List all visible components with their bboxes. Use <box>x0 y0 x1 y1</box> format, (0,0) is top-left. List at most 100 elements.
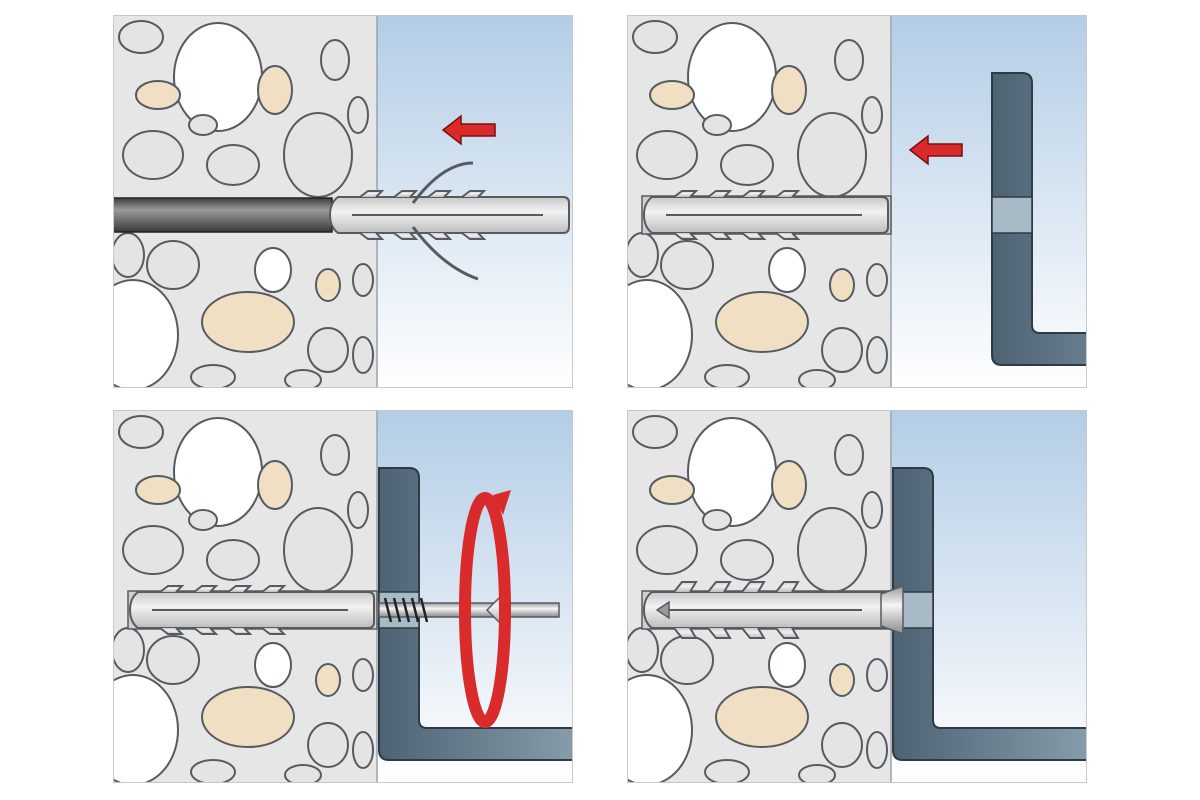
dowel-barb <box>775 190 801 198</box>
dowel-barb <box>673 232 699 240</box>
direction-arrow <box>908 134 963 166</box>
panel-border <box>113 15 573 388</box>
aggregate-stone <box>771 460 807 510</box>
drill-hole <box>113 197 333 233</box>
aggregate-stone <box>704 759 750 783</box>
aggregate-stone <box>190 364 236 388</box>
aggregate-stone <box>135 475 181 505</box>
air-space <box>891 15 1087 388</box>
aggregate-stone <box>715 686 809 748</box>
dowel-barb <box>673 190 699 198</box>
aggregate-stone <box>627 674 693 783</box>
aggregate-stone <box>649 80 695 110</box>
dowel-barb <box>261 627 287 635</box>
aggregate-stone <box>315 268 341 302</box>
aggregate-stone <box>320 434 350 476</box>
aggregate-stone <box>173 417 263 527</box>
screw-thread <box>392 597 402 623</box>
aggregate-stone <box>720 144 774 186</box>
aggregate-stone <box>173 22 263 132</box>
aggregate-stone <box>720 539 774 581</box>
aggregate-stone <box>632 415 678 449</box>
dowel-barb <box>741 190 767 198</box>
aggregate-stone <box>660 635 714 685</box>
dowel-barb <box>775 627 800 639</box>
aggregate-stone <box>866 658 888 692</box>
aggregate-stone <box>122 525 184 575</box>
screw-thread <box>383 597 393 623</box>
aggregate-stone <box>797 507 867 593</box>
aggregate-stone <box>768 642 806 688</box>
aggregate-stone <box>829 268 855 302</box>
step-panel-place-bracket <box>627 15 1087 388</box>
panel-border <box>627 15 1087 388</box>
aggregate-stone <box>352 731 374 769</box>
screw-thread <box>419 597 429 623</box>
screw-head <box>880 584 904 636</box>
aggregate-stone <box>146 240 200 290</box>
dowel-barb <box>707 190 733 198</box>
dowel-barb <box>673 627 698 639</box>
aggregate-stone <box>798 369 836 388</box>
dowel-barb <box>393 232 419 240</box>
panel-content <box>113 410 573 783</box>
aggregate-stone <box>315 663 341 697</box>
aggregate-stone <box>135 80 181 110</box>
aggregate-stone <box>254 247 292 293</box>
dowel-barb <box>193 627 219 635</box>
aggregate-stone <box>834 39 864 81</box>
aggregate-stone <box>636 130 698 180</box>
step-panel-fixed <box>627 410 1087 783</box>
aggregate-stone <box>798 764 836 783</box>
step-panel-drill-hole <box>113 15 573 388</box>
aggregate-stone <box>861 491 883 529</box>
aggregate-stone <box>649 475 695 505</box>
aggregate-stone <box>257 65 293 115</box>
panel-content <box>113 15 573 388</box>
aggregate-stone <box>122 130 184 180</box>
rotation-arrow <box>459 492 511 728</box>
aggregate-stone <box>627 279 693 388</box>
panel-content <box>627 410 1087 783</box>
direction-arrow <box>441 114 496 146</box>
dowel-barb <box>775 581 800 593</box>
panel-content <box>627 15 1087 388</box>
dowel-barb <box>261 585 287 593</box>
screw-thread <box>401 597 411 623</box>
aggregate-stone <box>632 20 678 54</box>
aggregate-stone <box>257 460 293 510</box>
aggregate-stone <box>206 539 260 581</box>
aggregate-stone <box>307 327 349 373</box>
aggregate-stone <box>113 674 179 783</box>
dowel-flap <box>411 161 474 204</box>
aggregate-stone <box>352 658 374 692</box>
dowel-barb <box>359 190 385 198</box>
aggregate-stone <box>834 434 864 476</box>
aggregate-stone <box>283 112 353 198</box>
dowel-barb <box>707 581 732 593</box>
panel-border <box>113 410 573 783</box>
aggregate-stone <box>821 327 863 373</box>
screw-tip <box>655 600 670 620</box>
aggregate-stone <box>861 96 883 134</box>
aggregate-stone <box>866 336 888 374</box>
aggregate-stone <box>188 114 218 136</box>
aggregate-stone <box>829 663 855 697</box>
aggregate-stone <box>283 507 353 593</box>
dowel-barb <box>227 627 253 635</box>
dowel-barb <box>461 190 487 198</box>
aggregate-stone <box>347 491 369 529</box>
dowel-barb <box>461 232 487 240</box>
aggregate-stone <box>821 722 863 768</box>
aggregate-stone <box>687 22 777 132</box>
dowel-barb <box>775 232 801 240</box>
aggregate-stone <box>702 509 732 531</box>
aggregate-stone <box>627 627 659 673</box>
aggregate-stone <box>188 509 218 531</box>
screw-thread <box>410 597 420 623</box>
angle-bracket <box>991 72 1087 366</box>
aggregate-stone <box>627 232 659 278</box>
aggregate-stone <box>284 369 322 388</box>
aggregate-stone <box>307 722 349 768</box>
step-panel-drive-screw <box>113 410 573 783</box>
